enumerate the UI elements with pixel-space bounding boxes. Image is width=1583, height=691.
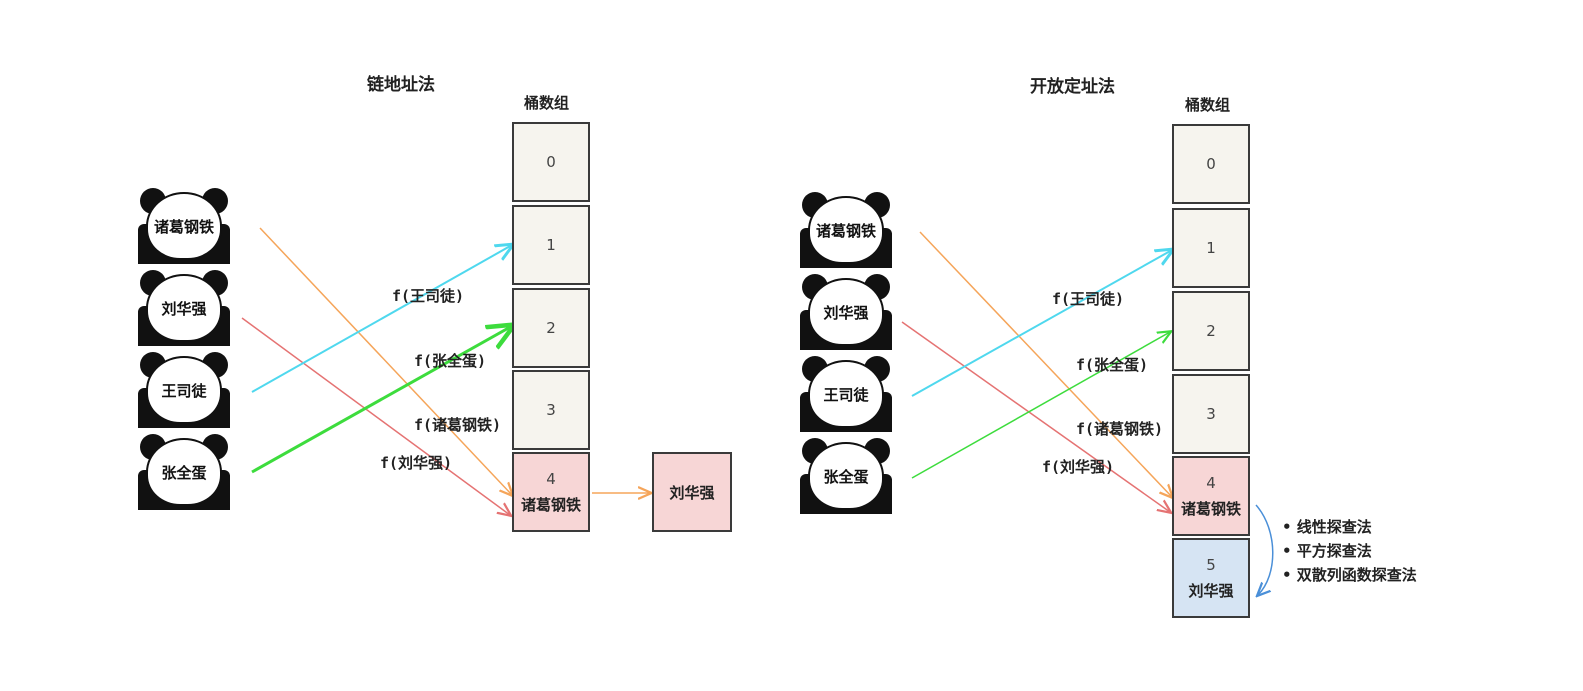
panda-label: 王司徒 [161,380,206,401]
bucket-index: 1 [1206,239,1216,257]
bucket-index: 1 [546,236,556,254]
bucket-entry: 刘华强 [1188,580,1233,601]
panda-wang-left: 王司徒 [138,352,230,428]
bucket-index: 0 [546,153,556,171]
panda-label: 张全蛋 [161,462,206,483]
left-title: 链地址法 [367,70,435,95]
bucket-index: 0 [1206,155,1216,173]
arrow-probe [1256,505,1273,595]
right-bucket-3: 3 [1172,374,1250,454]
hash-label-liu-right: f(刘华强) [1042,456,1114,477]
panda-label: 张全蛋 [823,466,868,487]
bucket-index: 2 [1206,322,1216,340]
panda-zhuge-left: 诸葛钢铁 [138,188,230,264]
panda-zhang-left: 张全蛋 [138,434,230,510]
panda-label: 诸葛钢铁 [816,220,876,241]
probe-method-quadratic: • 平方探查法 [1282,540,1372,561]
left-bucket-3: 3 [512,370,590,450]
chain-node: 刘华强 [652,452,732,532]
right-bucket-0: 0 [1172,124,1250,204]
panda-liu-left: 刘华强 [138,270,230,346]
probe-method-double-hash: • 双散列函数探查法 [1282,564,1417,585]
bucket-entry: 诸葛钢铁 [521,494,581,515]
right-bucket-5: 5 刘华强 [1172,538,1250,618]
hash-label-wang-right: f(王司徒) [1052,288,1124,309]
left-bucket-1: 1 [512,205,590,285]
panda-label: 刘华强 [823,302,868,323]
bucket-entry: 诸葛钢铁 [1181,498,1241,519]
bucket-index: 2 [546,319,556,337]
panda-label: 诸葛钢铁 [154,216,214,237]
hash-label-zhang-left: f(张全蛋) [414,350,486,371]
right-bucket-header: 桶数组 [1185,94,1230,115]
left-bucket-2: 2 [512,288,590,368]
left-bucket-4: 4 诸葛钢铁 [512,452,590,532]
right-bucket-2: 2 [1172,291,1250,371]
arrow-liu-right [902,322,1170,512]
panda-wang-right: 王司徒 [800,356,892,432]
arrow-zhang-left [252,326,512,472]
bucket-index: 4 [546,470,556,488]
bucket-index: 4 [1206,474,1216,492]
right-bucket-4: 4 诸葛钢铁 [1172,456,1250,536]
hash-label-zhuge-left: f(诸葛钢铁) [414,414,501,435]
bucket-index: 3 [546,401,556,419]
left-bucket-header: 桶数组 [524,92,569,113]
panda-liu-right: 刘华强 [800,274,892,350]
hash-label-liu-left: f(刘华强) [380,452,452,473]
panda-label: 刘华强 [161,298,206,319]
left-bucket-0: 0 [512,122,590,202]
right-title: 开放定址法 [1030,72,1115,97]
hash-label-zhuge-right: f(诸葛钢铁) [1076,418,1163,439]
bucket-index: 5 [1206,556,1216,574]
panda-zhuge-right: 诸葛钢铁 [800,192,892,268]
panda-zhang-right: 张全蛋 [800,438,892,514]
bucket-index: 3 [1206,405,1216,423]
hash-label-zhang-right: f(张全蛋) [1076,354,1148,375]
probe-method-linear: • 线性探查法 [1282,516,1372,537]
hash-label-wang-left: f(王司徒) [392,285,464,306]
right-bucket-1: 1 [1172,208,1250,288]
panda-label: 王司徒 [823,384,868,405]
chain-node-label: 刘华强 [669,482,714,503]
